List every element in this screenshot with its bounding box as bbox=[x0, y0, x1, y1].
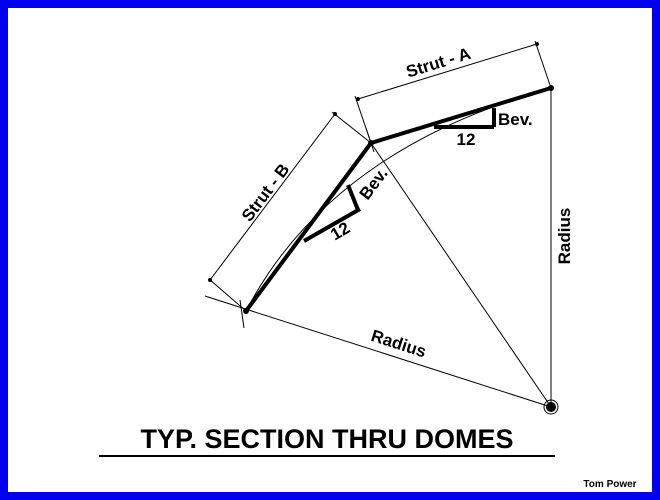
vertex-bottom-left bbox=[243, 308, 249, 314]
vertex-top-right bbox=[548, 85, 554, 91]
strut-a bbox=[370, 86, 552, 145]
diagram-title: TYP. SECTION THRU DOMES bbox=[140, 424, 513, 454]
bevel-b-label: Bev. bbox=[356, 164, 392, 203]
strut-a-extension-right bbox=[534, 40, 552, 89]
strut-a-dimension-line bbox=[357, 43, 538, 100]
strut-b-dim-dot-top bbox=[333, 112, 337, 116]
radius-line-middle bbox=[370, 142, 552, 408]
strut-a-top-tick bbox=[365, 127, 375, 153]
strut-b-extension-bottom bbox=[208, 278, 247, 312]
radius-line-diagonal bbox=[204, 295, 552, 408]
strut-b-dim-dot-bottom bbox=[208, 278, 212, 282]
strut-b-label: Strut - B bbox=[238, 160, 294, 225]
bevel-b-run bbox=[303, 207, 361, 243]
bevel-b-rise bbox=[346, 184, 360, 211]
strut-a-label: Strut - A bbox=[404, 44, 473, 82]
dome-center-point bbox=[546, 402, 556, 412]
strut-b-end-tick bbox=[239, 299, 245, 329]
radius-vertical-label: Radius bbox=[555, 208, 574, 265]
bevel-b-run-label: 12 bbox=[327, 218, 353, 244]
radius-diagonal-label: Radius bbox=[369, 326, 429, 361]
dome-center-ring bbox=[543, 399, 559, 415]
vertex-top-left bbox=[368, 140, 374, 146]
strut-a-dim-dot-right bbox=[535, 42, 539, 46]
bevel-a-run-label: 12 bbox=[457, 130, 476, 149]
strut-a-dim-dot-left bbox=[356, 97, 360, 101]
strut-b-extension-top bbox=[331, 111, 372, 144]
bevel-a-label: Bev. bbox=[498, 110, 533, 129]
author-credit: Tom Power bbox=[583, 479, 636, 490]
strut-b-dimension-line bbox=[209, 113, 336, 281]
strut-b bbox=[244, 141, 373, 313]
